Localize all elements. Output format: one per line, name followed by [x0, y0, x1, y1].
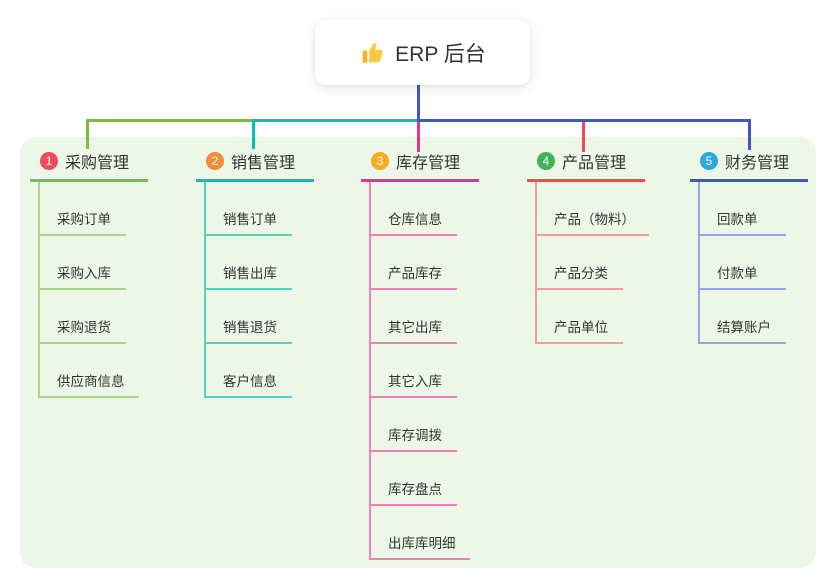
connector-drop-branch-4: [582, 119, 585, 152]
priority-badge: 2: [206, 152, 224, 170]
child-node-label: 产品（物料）: [554, 212, 635, 227]
child-node[interactable]: 采购退货: [40, 290, 126, 344]
child-node-label: 其它入库: [388, 374, 442, 389]
child-node[interactable]: 库存盘点: [371, 452, 457, 506]
child-node-label: 产品库存: [388, 266, 442, 281]
child-node[interactable]: 产品库存: [371, 236, 457, 290]
child-node-label: 回款单: [717, 212, 758, 227]
child-node-label: 仓库信息: [388, 212, 442, 227]
child-node[interactable]: 回款单: [700, 182, 786, 236]
child-node[interactable]: 产品单位: [537, 290, 623, 344]
branch-1: 1 采购管理 采购订单采购入库采购退货供应商信息: [30, 146, 148, 398]
connector-drop-branch-3: [417, 119, 420, 152]
child-node-label: 采购入库: [57, 266, 111, 281]
child-node-label: 库存调拨: [388, 428, 442, 443]
child-node[interactable]: 付款单: [700, 236, 786, 290]
connector-bus-branch-1: [86, 119, 255, 122]
child-node[interactable]: 产品（物料）: [537, 182, 649, 236]
child-node-label: 其它出库: [388, 320, 442, 335]
child-node-label: 销售出库: [223, 266, 277, 281]
child-node[interactable]: 其它入库: [371, 344, 457, 398]
connector-drop-branch-1: [86, 119, 89, 149]
root-node-label: ERP 后台: [395, 42, 486, 66]
child-node-label: 产品单位: [554, 320, 608, 335]
branch-label: 采购管理: [65, 155, 130, 172]
branch-label: 财务管理: [725, 155, 790, 172]
connector-bus-branch-2: [252, 119, 420, 122]
branch-children: 回款单付款单结算账户: [698, 182, 786, 344]
mindmap-background-panel: [20, 137, 816, 568]
branch-3: 3 库存管理 仓库信息产品库存其它出库其它入库库存调拨库存盘点出库库明细: [361, 146, 479, 560]
child-node[interactable]: 销售退货: [206, 290, 292, 344]
branch-header[interactable]: 4 产品管理: [527, 146, 645, 182]
child-node[interactable]: 其它出库: [371, 290, 457, 344]
branch-label: 销售管理: [231, 155, 296, 172]
priority-badge: 1: [40, 152, 58, 170]
child-node-label: 销售订单: [223, 212, 277, 227]
priority-badge: 5: [700, 152, 718, 170]
branch-2: 2 销售管理 销售订单销售出库销售退货客户信息: [196, 146, 314, 398]
thumbs-up-icon: [359, 40, 385, 66]
child-node[interactable]: 结算账户: [700, 290, 786, 344]
child-node[interactable]: 供应商信息: [40, 344, 139, 398]
child-node-label: 采购订单: [57, 212, 111, 227]
child-node[interactable]: 采购订单: [40, 182, 126, 236]
child-node-label: 库存盘点: [388, 482, 442, 497]
branch-header[interactable]: 3 库存管理: [361, 146, 479, 182]
child-node-label: 销售退货: [223, 320, 277, 335]
child-node[interactable]: 销售订单: [206, 182, 292, 236]
child-node[interactable]: 采购入库: [40, 236, 126, 290]
priority-badge: 4: [537, 152, 555, 170]
branch-header[interactable]: 2 销售管理: [196, 146, 314, 182]
branch-4: 4 产品管理 产品（物料） 产品分类产品单位: [527, 146, 649, 344]
child-node[interactable]: 库存调拨: [371, 398, 457, 452]
branch-children: 仓库信息产品库存其它出库其它入库库存调拨库存盘点出库库明细: [369, 182, 470, 560]
priority-badge: 3: [371, 152, 389, 170]
child-node[interactable]: 产品分类: [537, 236, 623, 290]
child-node-label: 客户信息: [223, 374, 277, 389]
child-node-label: 采购退货: [57, 320, 111, 335]
root-node[interactable]: ERP 后台: [315, 20, 530, 85]
branch-children: 销售订单销售出库销售退货客户信息: [204, 182, 292, 398]
child-node[interactable]: 出库库明细: [371, 506, 470, 560]
child-node[interactable]: 仓库信息: [371, 182, 457, 236]
child-node-label: 付款单: [717, 266, 758, 281]
child-node-label: 结算账户: [717, 320, 771, 335]
child-node-label: 产品分类: [554, 266, 608, 281]
child-node[interactable]: 客户信息: [206, 344, 292, 398]
child-node-label: 供应商信息: [57, 374, 125, 389]
connector-bus-branch-5: [417, 119, 751, 122]
branch-5: 5 财务管理 回款单付款单结算账户: [690, 146, 808, 344]
child-node-label: 出库库明细: [388, 536, 456, 551]
connector-drop-branch-5: [748, 119, 751, 150]
branch-label: 库存管理: [396, 155, 461, 172]
branch-children: 产品（物料） 产品分类产品单位: [535, 182, 649, 344]
connector-drop-branch-2: [252, 119, 255, 149]
child-node[interactable]: 销售出库: [206, 236, 292, 290]
root-connector: [417, 85, 420, 122]
branch-header[interactable]: 1 采购管理: [30, 146, 148, 182]
branch-header[interactable]: 5 财务管理: [690, 146, 808, 182]
branch-label: 产品管理: [562, 155, 627, 172]
branch-children: 采购订单采购入库采购退货供应商信息: [38, 182, 139, 398]
